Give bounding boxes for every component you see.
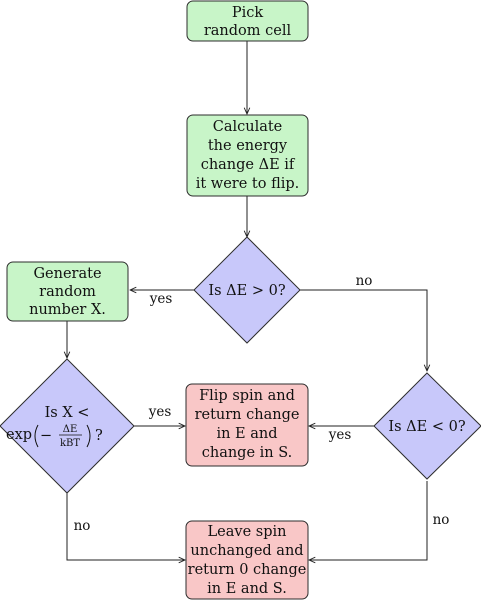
flip-line-2: return change [195, 407, 300, 423]
flip-line-4: change in S. [202, 445, 293, 461]
generate-line-3: number X. [29, 302, 106, 318]
edge-pos-no-to-decision-neg [300, 289, 427, 371]
decision-exp-frac-den: kBT [60, 438, 80, 449]
decision-neg-text: Is ΔE < 0? [388, 419, 465, 435]
node-pick-random-cell: Pick random cell [186, 0, 309, 42]
calc-line-2: the energy [208, 138, 288, 154]
edge-neg-no-to-leave [309, 481, 428, 560]
leave-line-2: unchanged and [190, 543, 303, 559]
right-paren [86, 424, 91, 448]
flip-line-3: in E and [216, 426, 277, 442]
edge-exp-no-to-leave [66, 493, 185, 560]
connectors [67, 41, 427, 560]
edge-label-pos-no: no [356, 273, 373, 289]
edge-label-pos-yes: yes [149, 291, 173, 307]
flip-line-1: Flip spin and [199, 388, 295, 404]
pick-line-2: random cell [204, 23, 292, 39]
leave-line-1: Leave spin [208, 524, 287, 540]
decision-delta-e-negative: Is ΔE < 0? [373, 372, 481, 480]
leave-line-4: in E and S. [207, 581, 287, 597]
decision-exp-minus: − [40, 428, 52, 444]
decision-delta-e-positive: Is ΔE > 0? [193, 236, 301, 344]
node-leave-spin: Leave spin unchanged and return 0 change… [185, 520, 309, 600]
decision-exp-frac-num: ΔE [63, 424, 78, 435]
decision-exp-question: ? [95, 428, 103, 444]
edge-label-neg-yes: yes [328, 427, 352, 443]
generate-line-2: random [39, 284, 96, 300]
generate-line-1: Generate [33, 266, 101, 282]
pick-line-1: Pick [232, 5, 264, 21]
calc-line-3: change ΔE if [201, 157, 296, 173]
left-paren [34, 424, 39, 448]
decision-exp-func: exp [6, 427, 32, 443]
node-calculate-energy: Calculate the energy change ΔE if it wer… [186, 114, 309, 197]
calc-line-4: it were to flip. [196, 176, 300, 192]
decision-exp-line-1: Is X < [45, 405, 90, 421]
node-flip-spin: Flip spin and return change in E and cha… [185, 383, 309, 467]
node-generate-random-number: Generate random number X. [6, 261, 129, 322]
decision-random-vs-exp: Is X < exp − ΔE kBT ? [0, 358, 135, 494]
edge-label-exp-yes: yes [148, 404, 172, 420]
edge-label-exp-no: no [74, 518, 91, 534]
decision-pos-text: Is ΔE > 0? [208, 283, 285, 299]
edge-label-neg-no: no [433, 512, 450, 528]
leave-line-3: return 0 change [188, 562, 307, 578]
calc-line-1: Calculate [213, 119, 283, 135]
edge-labels: yes no yes yes no no [74, 273, 450, 534]
